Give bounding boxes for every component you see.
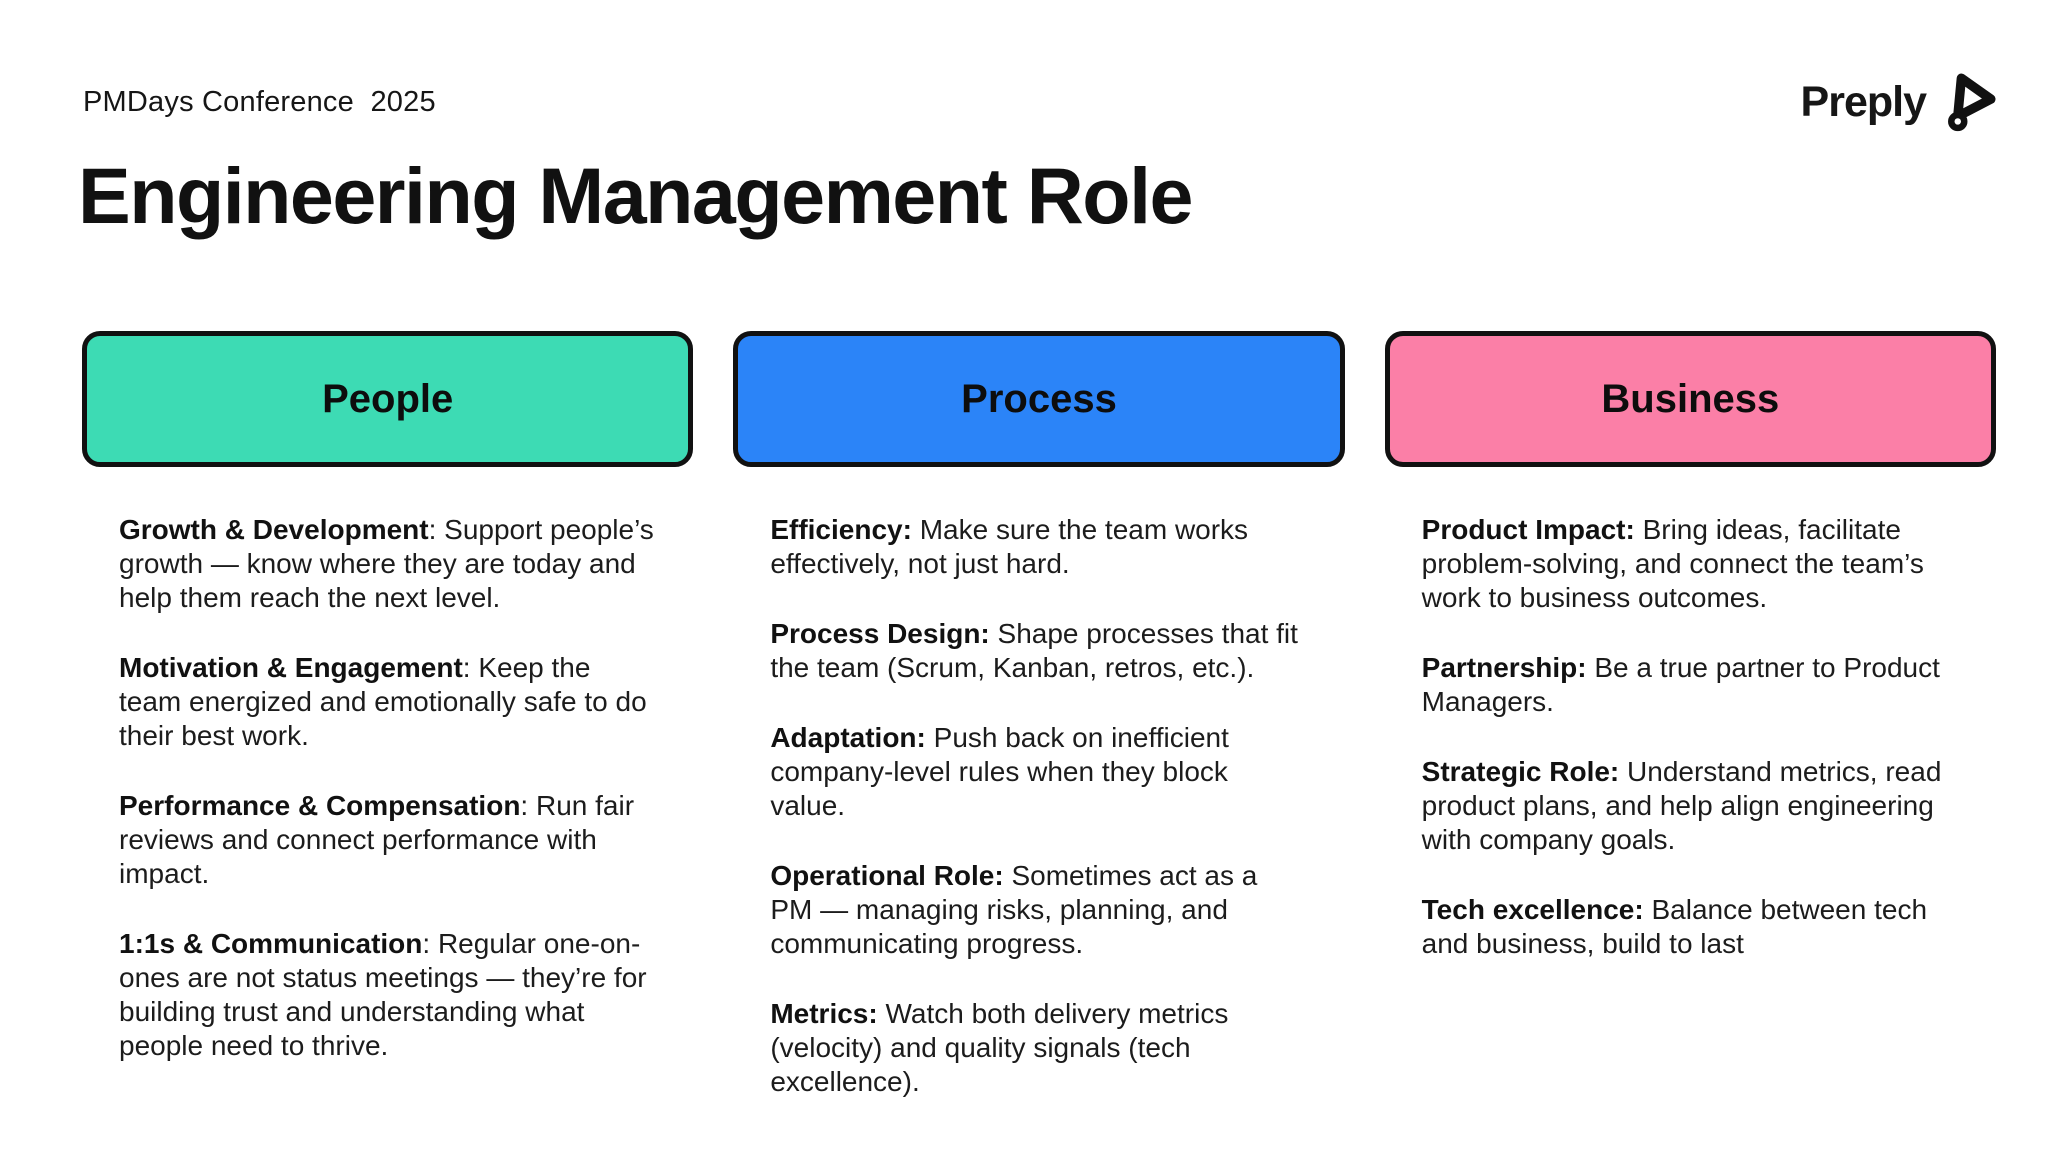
item-label: Strategic Role: bbox=[1421, 756, 1620, 787]
item-label: Performance & Compensation bbox=[119, 790, 521, 821]
item-text: Watch both delivery metrics (velocity) a… bbox=[770, 998, 1229, 1097]
item-label: Motivation & Engagement bbox=[119, 652, 463, 683]
list-item: Partnership: Be a true partner to Produc… bbox=[1422, 651, 1958, 719]
column-items-people: Growth & Development: Support people’s g… bbox=[82, 467, 693, 1063]
item-text: : Run fair reviews and connect performan… bbox=[119, 790, 635, 889]
item-text: Push back on inefficient company-level r… bbox=[770, 722, 1229, 821]
item-label: Metrics: bbox=[770, 998, 878, 1029]
list-item: Tech excellence: Balance between tech an… bbox=[1422, 893, 1958, 961]
list-item: Operational Role: Sometimes act as a PM … bbox=[770, 859, 1306, 961]
column-items-process: Efficiency: Make sure the team works eff… bbox=[733, 467, 1344, 1099]
category-box-people: People bbox=[82, 331, 694, 467]
category-label: People bbox=[322, 376, 454, 421]
item-label: Tech excellence: bbox=[1421, 894, 1644, 925]
item-text: Balance between tech and business, build… bbox=[1421, 894, 1928, 959]
item-text: Be a true partner to Product Managers. bbox=[1421, 652, 1940, 717]
item-text: : Regular one-on-ones are not status mee… bbox=[119, 928, 647, 1061]
item-text: Understand metrics, read product plans, … bbox=[1421, 756, 1942, 855]
category-box-process: Process bbox=[733, 331, 1345, 467]
list-item: Strategic Role: Understand metrics, read… bbox=[1422, 755, 1958, 857]
item-label: Adaptation: bbox=[770, 722, 926, 753]
page-title: Engineering Management Role bbox=[78, 151, 1193, 240]
item-text: Sometimes act as a PM — managing risks, … bbox=[770, 860, 1258, 959]
category-label: Business bbox=[1601, 376, 1780, 421]
list-item: Motivation & Engagement: Keep the team e… bbox=[119, 651, 655, 753]
item-text: Bring ideas, facilitate problem-solving,… bbox=[1421, 514, 1924, 613]
item-label: Partnership: bbox=[1421, 652, 1587, 683]
item-label: Growth & Development bbox=[119, 514, 429, 545]
list-item: Process Design: Shape processes that fit… bbox=[770, 617, 1306, 685]
list-item: Performance & Compensation: Run fair rev… bbox=[119, 789, 655, 891]
preply-logo: Preply bbox=[1801, 66, 2006, 138]
item-text: Make sure the team works effectively, no… bbox=[770, 514, 1249, 579]
item-text: Shape processes that fit the team (Scrum… bbox=[770, 618, 1298, 683]
item-label: Operational Role: bbox=[770, 860, 1004, 891]
column-items-business: Product Impact: Bring ideas, facilitate … bbox=[1385, 467, 1996, 961]
conference-label: PMDays Conference 2025 bbox=[83, 86, 436, 118]
list-item: 1:1s & Communication: Regular one-on-one… bbox=[119, 927, 655, 1063]
item-label: Efficiency: bbox=[770, 514, 912, 545]
preply-speech-arrow-icon bbox=[1948, 73, 1996, 132]
item-label: Process Design: bbox=[770, 618, 990, 649]
list-item: Growth & Development: Support people’s g… bbox=[119, 513, 655, 615]
list-item: Efficiency: Make sure the team works eff… bbox=[770, 513, 1306, 581]
preply-wordmark: Preply bbox=[1800, 77, 1927, 126]
list-item: Metrics: Watch both delivery metrics (ve… bbox=[770, 997, 1306, 1099]
item-label: 1:1s & Communication bbox=[119, 928, 423, 959]
item-text: : Keep the team energized and emotionall… bbox=[119, 652, 647, 751]
list-item: Adaptation: Push back on inefficient com… bbox=[770, 721, 1306, 823]
item-label: Product Impact: bbox=[1421, 514, 1635, 545]
category-box-business: Business bbox=[1384, 331, 1996, 467]
item-text: : Support people’s growth — know where t… bbox=[119, 514, 654, 613]
category-label: Process bbox=[961, 376, 1117, 421]
list-item: Product Impact: Bring ideas, facilitate … bbox=[1422, 513, 1958, 615]
